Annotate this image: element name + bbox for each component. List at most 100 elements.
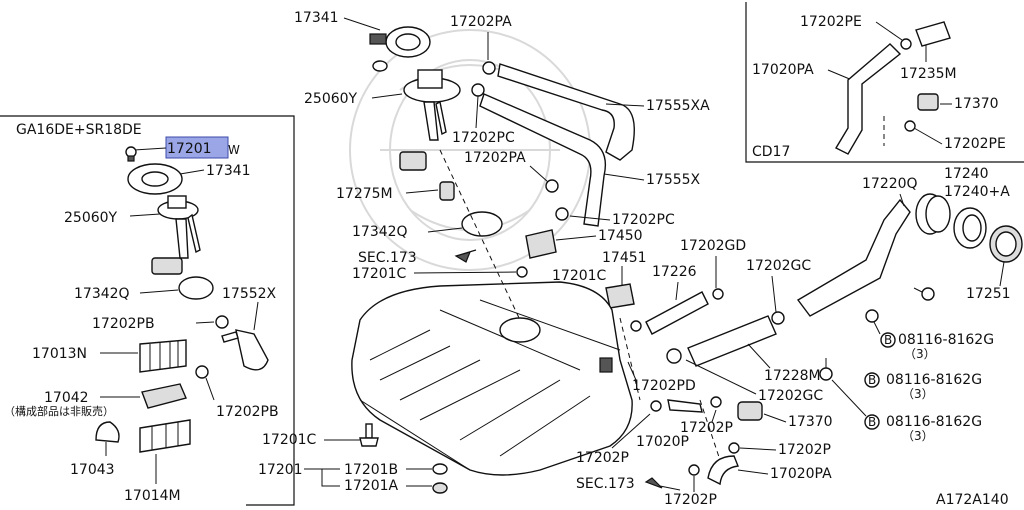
part-seal-17043	[95, 421, 120, 443]
inset-valve-17235m	[915, 21, 951, 47]
part-label-17202pa-a[interactable]: 17202PA	[450, 14, 512, 30]
part-label-17451[interactable]: 17451	[602, 250, 647, 266]
part-clamp-17202pb-b	[195, 365, 209, 379]
part-label-17341[interactable]: 17341	[206, 163, 251, 179]
part-hose-17555xa	[497, 63, 635, 161]
part-holder-17014m	[139, 419, 191, 453]
part-label-17341-main[interactable]: 17341	[294, 10, 339, 26]
part-label-17220q[interactable]: 17220Q	[862, 176, 918, 192]
part-label-17202pa-b[interactable]: 17202PA	[464, 150, 526, 166]
part-label-17202p-b[interactable]: 17202P	[576, 450, 629, 466]
part-label-17202pb-b[interactable]: 17202PB	[216, 404, 279, 420]
bolt-qty-3: （3）	[902, 429, 934, 443]
part-label-17228m[interactable]: 17228M	[764, 368, 821, 384]
inset-panel-cd17: CD17 17202PE 17020PA 17235M 17370 17202P…	[745, 2, 1024, 163]
part-gasket-17342q	[178, 276, 214, 300]
part-hose-17226	[645, 291, 709, 335]
part-label-17202p-c[interactable]: 17202P	[778, 442, 831, 458]
part-fuel-tank	[351, 281, 633, 476]
section-ref-sec173-a[interactable]: SEC.173	[358, 250, 417, 266]
part-nut-17201a	[432, 482, 448, 494]
part-valve-17370-main	[737, 401, 763, 421]
part-label-17342q[interactable]: 17342Q	[74, 286, 130, 302]
part-label-17240a[interactable]: 17240+A	[944, 184, 1010, 200]
part-label-17013n[interactable]: 17013N	[32, 346, 87, 362]
part-label-17555xa[interactable]: 17555XA	[646, 98, 710, 114]
part-fuel-pump-assembly-main	[399, 69, 461, 171]
inset-label-17202pe-a[interactable]: 17202PE	[800, 14, 862, 30]
inset-hose-17020pa	[835, 43, 902, 155]
part-label-17043[interactable]: 17043	[70, 462, 115, 478]
bolt-circle-2: B	[868, 373, 876, 387]
part-label-17202pd[interactable]: 17202PD	[632, 378, 696, 394]
part-label-17202p-d[interactable]: 17202P	[664, 492, 717, 508]
bolt-qty-2: （3）	[902, 387, 934, 401]
inset-label-17202pe-b[interactable]: 17202PE	[944, 136, 1006, 152]
bolt-group-3: B 08116-8162G （3）	[819, 358, 982, 443]
part-label-17370-main[interactable]: 17370	[788, 414, 833, 430]
part-fuel-pump-assembly-25060y	[151, 195, 201, 275]
part-hose-17552x	[235, 329, 269, 371]
part-suffix-w: W	[228, 143, 240, 157]
inset-label-17235m[interactable]: 17235M	[900, 66, 957, 82]
part-label-17202gd[interactable]: 17202GD	[680, 238, 746, 254]
part-hose-17020p	[667, 399, 703, 413]
part-label-17014m[interactable]: 17014M	[124, 488, 181, 504]
part-label-17201c-c[interactable]: 17201C	[262, 432, 317, 448]
bolt-part-2[interactable]: 08116-8162G	[886, 372, 982, 388]
part-label-17201a[interactable]: 17201A	[344, 478, 399, 494]
bolt-group-2: B 08116-8162G （3）	[864, 372, 982, 401]
part-label-17275m[interactable]: 17275M	[336, 186, 393, 202]
part-label-17202gc-a[interactable]: 17202GC	[746, 258, 811, 274]
part-label-17342q-main[interactable]: 17342Q	[352, 224, 408, 240]
part-label-17201[interactable]: 17201	[258, 462, 303, 478]
bolt-part-3[interactable]: 08116-8162G	[886, 414, 982, 430]
part-label-17450[interactable]: 17450	[598, 228, 643, 244]
part-label-17552x[interactable]: 17552X	[222, 286, 277, 302]
part-label-17201-highlight[interactable]: 17201	[167, 141, 212, 157]
part-hose-17228m	[687, 315, 777, 367]
part-label-17202p-a[interactable]: 17202P	[680, 420, 733, 436]
inset-label-17020pa[interactable]: 17020PA	[752, 62, 814, 78]
part-17275m	[439, 181, 455, 201]
part-label-17020pa-main[interactable]: 17020PA	[770, 466, 832, 482]
inset-label-cd17: CD17	[752, 144, 790, 160]
part-label-17251[interactable]: 17251	[966, 286, 1011, 302]
part-label-17240[interactable]: 17240	[944, 166, 989, 182]
part-17451	[605, 283, 635, 309]
part-label-25060y-main[interactable]: 25060Y	[304, 91, 358, 107]
part-lock-ring-17341	[127, 163, 183, 195]
part-washer-17201b	[432, 463, 448, 475]
section-ref-sec173-b[interactable]: SEC.173	[576, 476, 635, 492]
part-label-17201c-b[interactable]: 17201C	[552, 268, 607, 284]
part-label-17020p[interactable]: 17020P	[636, 434, 689, 450]
engine-label: GA16DE+SR18DE	[16, 122, 142, 138]
part-cover-17013n	[139, 339, 187, 373]
bolt-circle-3: B	[868, 415, 876, 429]
part-label-17555x[interactable]: 17555X	[646, 172, 701, 188]
part-clamp-17202pb-a	[215, 315, 229, 329]
part-filter-17042	[141, 383, 187, 409]
part-label-17042[interactable]: 17042	[44, 390, 89, 406]
part-note-17042: （構成部品は非販売）	[4, 404, 114, 418]
inset-valve-17370	[917, 93, 939, 111]
part-bolt-17201c	[359, 423, 379, 447]
part-filler-neck-17220q	[796, 198, 911, 317]
part-fuel-cap-17251	[989, 225, 1023, 263]
part-label-17202pc-b[interactable]: 17202PC	[612, 212, 675, 228]
part-label-17202gc-b[interactable]: 17202GC	[758, 388, 823, 404]
part-label-17201c-a[interactable]: 17201C	[352, 266, 407, 282]
part-label-17226[interactable]: 17226	[652, 264, 697, 280]
bolt-circle-1: B	[884, 333, 892, 347]
part-label-25060y[interactable]: 25060Y	[64, 210, 118, 226]
bolt-part-1[interactable]: 08116-8162G	[898, 332, 994, 348]
part-17202pd	[599, 357, 613, 373]
bolt-group-1: B 08116-8162G （3）	[865, 287, 994, 361]
inset-label-17370[interactable]: 17370	[954, 96, 999, 112]
part-label-17202pb-a[interactable]: 17202PB	[92, 316, 155, 332]
left-panel: GA16DE+SR18DE 17201 W 17341 25060Y 17342…	[0, 115, 295, 506]
part-label-17201b[interactable]: 17201B	[344, 462, 398, 478]
highlight-box	[165, 136, 229, 159]
part-label-17202pc-a[interactable]: 17202PC	[452, 130, 515, 146]
